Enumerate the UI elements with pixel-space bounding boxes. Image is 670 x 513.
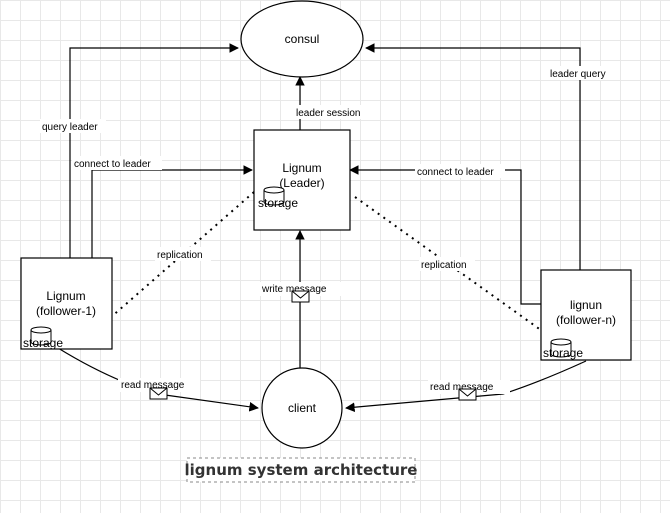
followern-subtitle: (follower-n): [556, 313, 616, 327]
consul-node: consul: [240, 0, 364, 78]
edge-query-leader: [69, 43, 239, 258]
edge-connect-to-leader-right: [349, 165, 541, 305]
replication-right-label: replication: [421, 260, 467, 271]
edge-connect-to-leader-left: [91, 165, 253, 258]
followern-title: lignun: [570, 298, 602, 312]
connect-to-leader-right-label: connect to leader: [417, 167, 494, 178]
leader-storage-label: storage: [258, 196, 298, 210]
client-node: client: [261, 367, 343, 449]
follower1-storage-label: storage: [23, 336, 63, 350]
database-icon: [550, 338, 572, 358]
envelope-icon: [291, 290, 310, 303]
envelope-icon: [458, 388, 477, 401]
diagram-title-text: lignum system architecture: [185, 461, 418, 479]
query-leader-label: query leader: [42, 122, 98, 133]
followern-node: lignun (follower-n) storage: [540, 269, 632, 361]
read-message-right-label: read message: [430, 382, 494, 393]
follower1-subtitle: (follower-1): [36, 304, 96, 318]
leader-subtitle: (Leader): [279, 176, 324, 190]
follower1-node: Lignum (follower-1) storage: [20, 257, 113, 350]
connect-to-leader-left-label: connect to leader: [74, 159, 151, 170]
replication-left-label: replication: [157, 250, 203, 261]
read-message-left-label: read message: [121, 380, 185, 391]
client-label: client: [288, 401, 317, 415]
leader-node: Lignum (Leader) storage: [253, 129, 351, 231]
followern-storage-label: storage: [543, 346, 583, 360]
database-icon: [263, 186, 285, 206]
envelope-icon: [149, 387, 168, 400]
leader-session-label: leader session: [296, 108, 360, 119]
leader-title: Lignum: [282, 161, 321, 175]
diagram-title: lignum system architecture: [185, 457, 418, 483]
follower1-title: Lignum: [46, 289, 85, 303]
leader-query-label: leader query: [550, 69, 606, 80]
edge-leader-query: [365, 43, 581, 270]
database-icon: [30, 326, 52, 346]
write-message-label: write message: [261, 284, 327, 295]
consul-label: consul: [285, 32, 320, 46]
